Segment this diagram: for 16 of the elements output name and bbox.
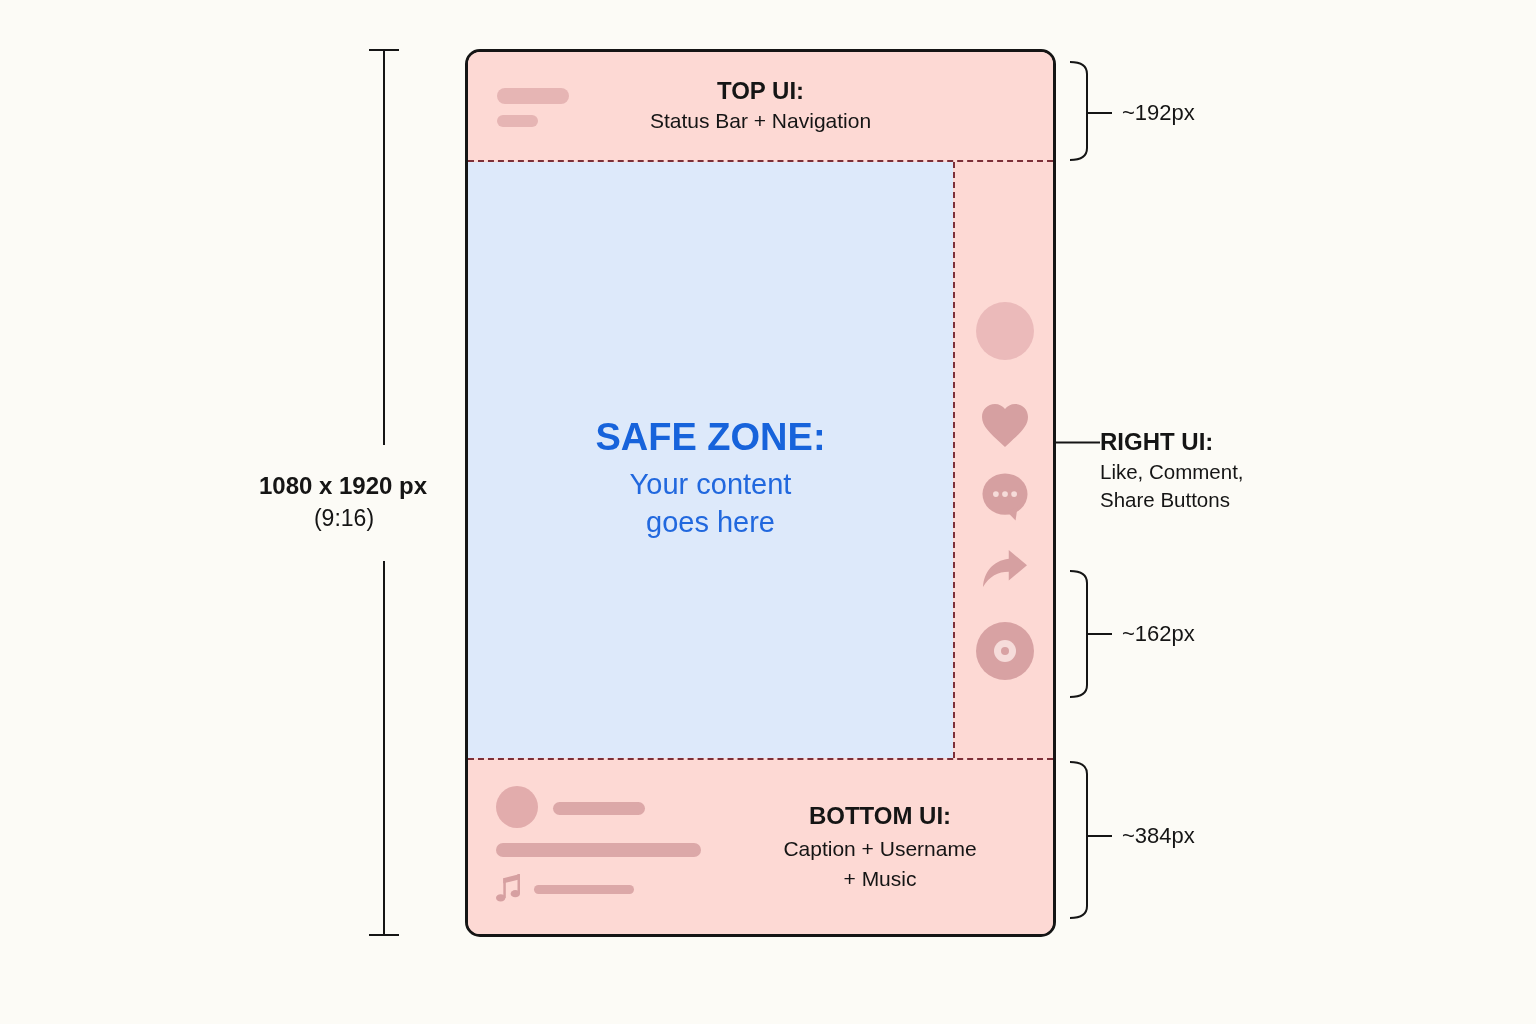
bottom-ui-zone xyxy=(468,758,1053,934)
dimension-label: ~162px xyxy=(1122,620,1195,648)
zone-description: Status Bar + Navigation xyxy=(649,108,872,135)
zone-description: Caption + Username + Music xyxy=(782,836,978,893)
zone-heading: TOP UI: xyxy=(716,77,805,107)
dimension-label: 1080 x 1920 px xyxy=(258,471,428,501)
dimension-label: (9:16) xyxy=(313,505,375,533)
callout-text: Like, Comment, Share Buttons xyxy=(1100,458,1245,514)
dimension-label: ~384px xyxy=(1122,822,1195,850)
top-ui-zone xyxy=(468,52,1053,162)
safe-zone xyxy=(468,162,953,758)
zone-heading: SAFE ZONE: xyxy=(594,414,827,460)
dimension-label: ~192px xyxy=(1122,99,1195,127)
callout-heading: RIGHT UI: xyxy=(1100,428,1215,457)
zone-heading: BOTTOM UI: xyxy=(808,801,952,831)
zone-description: Your content goes here xyxy=(629,467,792,540)
